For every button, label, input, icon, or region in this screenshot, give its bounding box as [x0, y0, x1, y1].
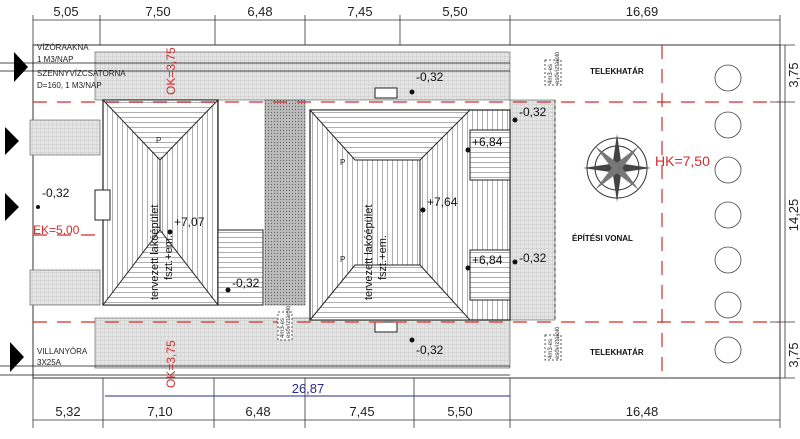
top-dim-3: 6,48: [247, 4, 272, 19]
bottom-dim-3: 6,48: [245, 404, 270, 419]
tank-label-2: esővíztároló: [555, 51, 561, 84]
overall-dimension: 26,87: [292, 381, 325, 396]
top-paving: [94, 51, 511, 101]
compass-rose-icon: [583, 134, 651, 202]
bottom-dim-2: 7,10: [147, 404, 172, 419]
tree-icon: [714, 64, 742, 92]
level-right-ridge-mid: +7,64: [427, 195, 458, 209]
tank-label-5: 4m3-es: [280, 318, 286, 338]
level-markers: [36, 89, 518, 343]
entry-arrow-icon: [5, 193, 19, 221]
level-left-ridge: +7,07: [174, 215, 205, 229]
electric-spec-label: 3X25A: [37, 358, 62, 367]
plot-boundary: [32, 44, 781, 379]
driveway: [264, 99, 306, 306]
water-rate-label: 1 M3/NAP: [37, 55, 73, 64]
entry-arrows: [5, 52, 28, 372]
tank-label-4: esővíztároló: [555, 326, 561, 359]
right-dim-3: 3,75: [786, 342, 800, 367]
building-right: [308, 87, 511, 333]
sewer-spec-label: D=160, 1 M3/NAP: [37, 81, 102, 90]
setback-lines: [33, 45, 780, 378]
tree-icon: [714, 246, 742, 274]
building-left: [94, 99, 264, 306]
water-meter-label: VÍZÓRAAKNA: [37, 43, 89, 52]
building-left-label-2: fszt.+em.: [163, 235, 175, 280]
level-left-side: -0,32: [232, 276, 260, 290]
level-right-bottom-side: -0,32: [519, 251, 547, 265]
electric-meter-label: VILLANYÓRA: [37, 347, 88, 356]
building-right-label-1: tervezett lakóépület: [363, 205, 375, 300]
right-dim-1: 3,75: [786, 62, 800, 87]
tank-label-3: 4m3-es: [548, 339, 554, 359]
top-dim-6: 16,69: [626, 4, 659, 19]
tree-icon: [714, 111, 742, 139]
sewer-label: SZENNYVÍZCSATORNA: [37, 69, 126, 78]
level-right-top: -0,32: [416, 70, 444, 84]
top-dim-5: 5,50: [442, 4, 467, 19]
tree-icon: [714, 201, 742, 229]
bottom-dim-6: 16,48: [626, 404, 659, 419]
entry-paving: [29, 119, 101, 156]
level-right-ridge-top: +6,84: [472, 135, 503, 149]
terrace-paving: [509, 99, 556, 321]
level-left-entry: -0,32: [42, 186, 70, 200]
ok-top-label: OK=3,75: [164, 47, 178, 95]
rain-tank-bottom: [544, 334, 562, 361]
entry-arrow-icon: [10, 342, 24, 372]
parking-label-2: P: [340, 158, 345, 167]
building-left-label-1: tervezett lakóépület: [149, 205, 161, 300]
bottom-dim-1: 5,32: [55, 404, 80, 419]
trees: [714, 64, 742, 364]
building-line-label: ÉPÍTÉSI VONAL: [572, 234, 633, 243]
tank-label-6: esővíztároló: [286, 305, 292, 338]
bottom-paving: [94, 317, 511, 369]
tank-label-1: 4m3-es: [548, 64, 554, 84]
top-dimension-line: [32, 15, 781, 45]
top-dim-1: 5,05: [53, 4, 78, 19]
tree-icon: [714, 291, 742, 319]
rain-tank-top: [544, 59, 562, 86]
top-dim-2: 7,50: [145, 4, 170, 19]
utility-lines: [0, 62, 510, 376]
parking-label-3: P: [340, 255, 345, 264]
ek-label: EK=5,00: [33, 223, 80, 237]
level-right-top-side: -0,32: [519, 105, 547, 119]
tree-icon: [714, 336, 742, 364]
right-dim-2: 14,25: [786, 199, 800, 232]
bottom-dim-5: 5,50: [447, 404, 472, 419]
rain-tank-mid: [277, 311, 293, 341]
tree-icon: [714, 156, 742, 184]
building-right-label-2: fszt.+em.: [377, 235, 389, 280]
level-right-bottom: -0,32: [416, 343, 444, 357]
parking-label: P: [156, 136, 161, 145]
entry-paving-2: [29, 269, 101, 306]
boundary-top-label: TELEKHATÁR: [590, 67, 644, 76]
top-dim-4: 7,45: [347, 4, 372, 19]
entry-arrow-icon: [5, 127, 19, 155]
entry-arrow-icon: [14, 52, 28, 82]
bottom-dim-4: 7,45: [349, 404, 374, 419]
bottom-dimension-line: [32, 378, 781, 428]
level-right-ridge-bottom: +6,84: [472, 253, 503, 267]
boundary-bottom-label: TELEKHATÁR: [590, 348, 644, 357]
ok-bottom-label: OK=3,75: [164, 340, 178, 388]
hk-label: HK=7,50: [655, 153, 710, 169]
